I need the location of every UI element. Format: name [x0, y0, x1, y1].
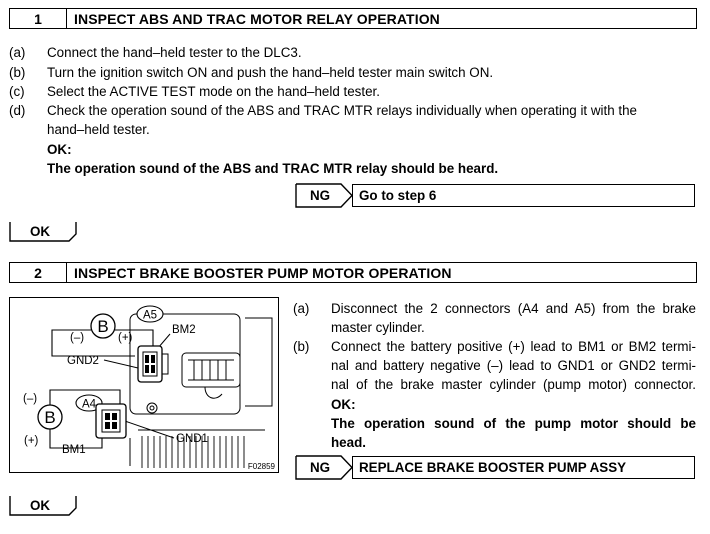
battery-symbol: B: [97, 317, 108, 336]
diagram-drawing: B (–) (+) A5 BM2 GND2 B (–) (+) A4 BM1 G…: [23, 305, 276, 471]
step-title: INSPECT BRAKE BOOSTER PUMP MOTOR OPERATI…: [74, 264, 452, 281]
step-1-header: 1 INSPECT ABS AND TRAC MOTOR RELAY OPERA…: [9, 8, 697, 29]
gnd1-label: GND1: [176, 433, 208, 445]
battery-icon: [90, 313, 116, 339]
ok-criteria-text: The operation sound of the pump motor sh…: [331, 416, 696, 431]
ng-action-text: Go to step 6: [359, 188, 437, 203]
item-text: Disconnect the 2 connectors (A4 and A5) …: [331, 301, 696, 316]
ok-criteria-label: OK:: [331, 397, 356, 412]
ok-tag: OK: [9, 221, 79, 245]
step-title: INSPECT ABS AND TRAC MOTOR RELAY OPERATI…: [74, 10, 440, 27]
ok-tag-label: OK: [29, 223, 51, 239]
connector-a4: [95, 403, 127, 439]
ng-label: NG: [310, 460, 331, 475]
battery-minus-label: (–): [23, 393, 37, 405]
ok-tag-shape: [9, 222, 77, 242]
item-text-continued: nal and battery negative (–) lead to GND…: [331, 358, 696, 373]
item-label: (c): [9, 84, 25, 99]
gnd2-label: GND2: [67, 355, 99, 367]
bm1-label: BM1: [62, 444, 86, 456]
item-text: Connect the battery positive (+) lead to…: [331, 339, 696, 354]
item-text: Check the operation sound of the ABS and…: [47, 103, 638, 118]
battery-plus-label: (+): [118, 332, 133, 344]
battery-symbol: B: [44, 408, 55, 427]
item-label: (b): [293, 339, 310, 354]
ok-criteria-text: The operation sound of the ABS and TRAC …: [47, 161, 499, 176]
item-text-continued: master cylinder.: [331, 320, 425, 335]
battery-plus-label: (+): [24, 435, 39, 447]
battery-minus-label: (–): [70, 332, 84, 344]
item-text: Turn the ignition switch ON and push the…: [47, 65, 494, 80]
step-2-header: 2 INSPECT BRAKE BOOSTER PUMP MOTOR OPERA…: [9, 262, 697, 283]
item-text-continued: hand–held tester.: [47, 122, 150, 137]
item-text: Select the ACTIVE TEST mode on the hand–…: [47, 84, 380, 99]
ng-action-box: Go to step 6: [352, 184, 695, 207]
connector-a5: [137, 345, 163, 383]
connector-a4-label: A4: [82, 399, 97, 411]
item-text: Connect the hand–held tester to the DLC3…: [47, 45, 302, 60]
bm2-label: BM2: [172, 324, 196, 336]
ng-label: NG: [310, 188, 331, 203]
item-label: (b): [9, 65, 26, 80]
item-text-continued: nal of the brake master cylinder (pump m…: [331, 377, 696, 392]
ng-arrow-tag: [295, 183, 353, 208]
step-number: 1: [10, 9, 67, 28]
ok-criteria-label: OK:: [47, 142, 72, 157]
item-label: (d): [9, 103, 26, 118]
ng-action-box: REPLACE BRAKE BOOSTER PUMP ASSY: [352, 456, 695, 479]
ok-tag: OK: [9, 495, 79, 519]
step-number: 2: [10, 263, 67, 282]
pump-motor-connector-diagram: B (–) (+) A5 BM2 GND2 B (–) (+) A4 BM1 G…: [9, 297, 279, 473]
ng-action-text: REPLACE BRAKE BOOSTER PUMP ASSY: [359, 460, 627, 475]
item-label: (a): [9, 45, 26, 60]
ng-arrow-tag: [295, 455, 353, 480]
ok-tag-shape: [9, 496, 77, 516]
figure-id: F02859: [248, 462, 276, 471]
ok-criteria-text-continued: head.: [331, 435, 366, 450]
connector-a5-label: A5: [143, 310, 157, 322]
item-label: (a): [293, 301, 310, 316]
ok-tag-label: OK: [29, 497, 51, 513]
